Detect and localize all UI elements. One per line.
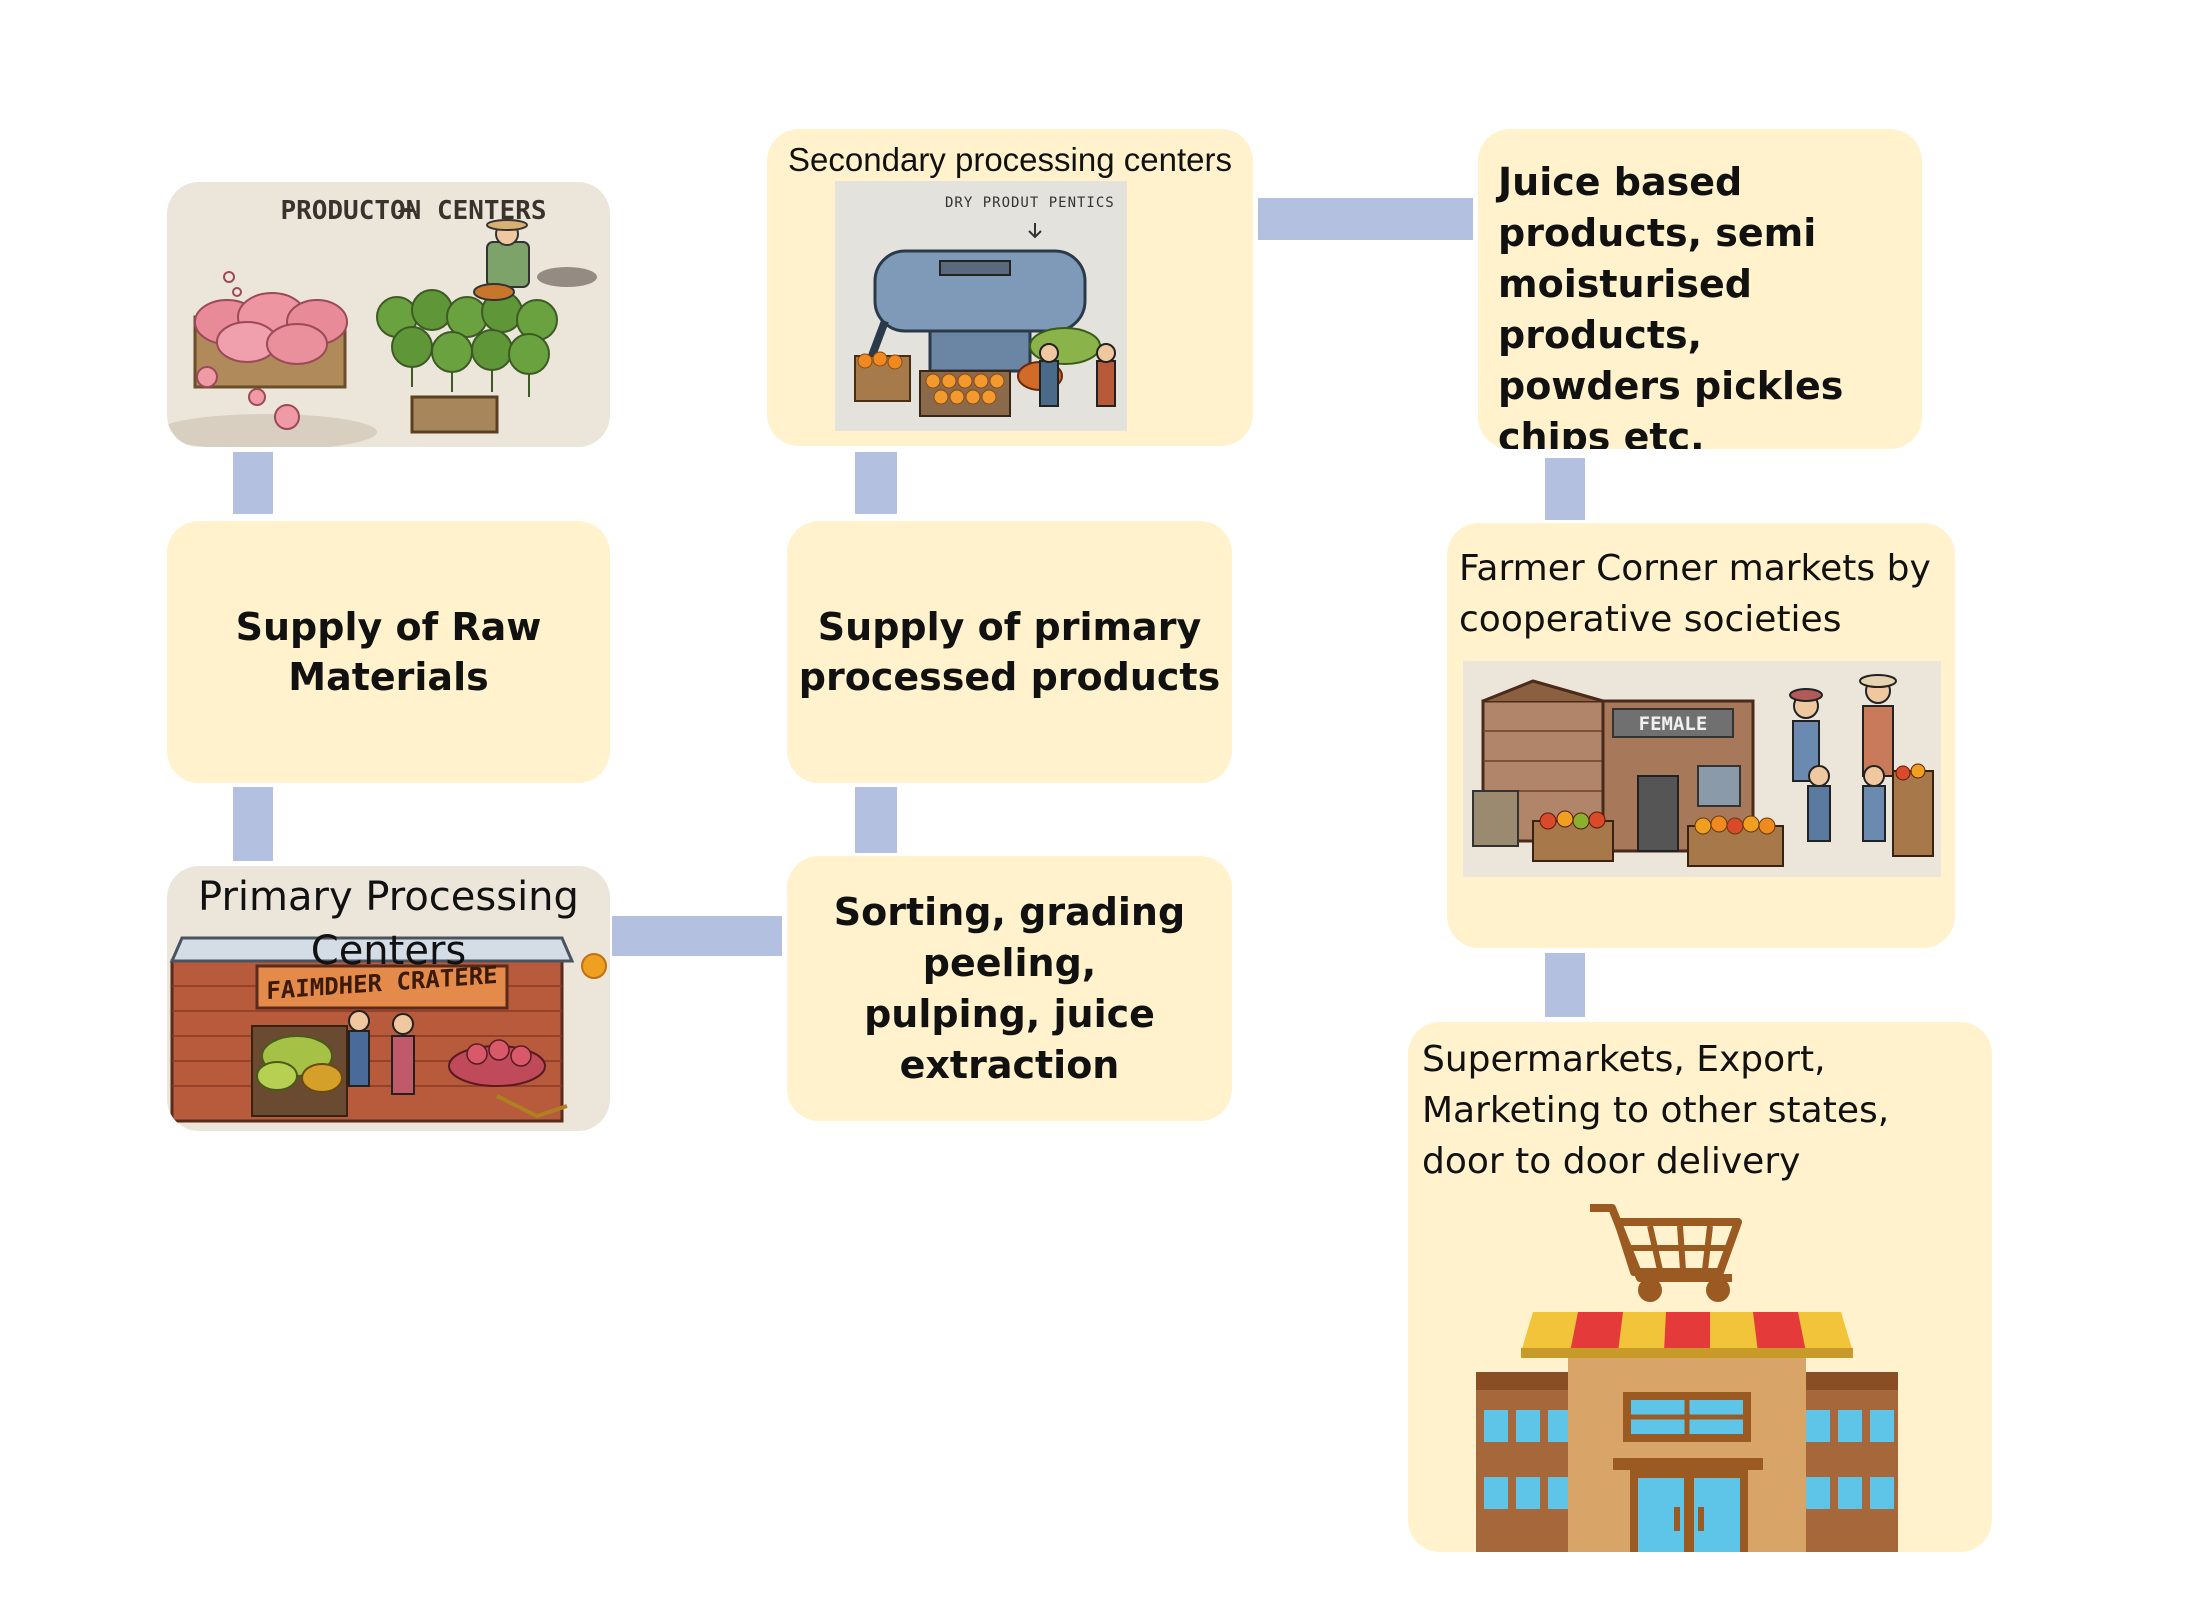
connector-primary-supply-to-secondary-centers bbox=[855, 452, 897, 514]
shopping-cart-icon bbox=[1590, 1204, 1742, 1302]
production-centers-illustration bbox=[167, 208, 597, 447]
primary-processing-centers-box: FAIMDHER CRATERE Primary Processing Cent… bbox=[167, 866, 610, 1131]
production-centers-box: PRODUCTON CENTERS bbox=[167, 182, 610, 447]
secondary-processing-image: DRY PRODUT PENTICS bbox=[835, 181, 1127, 431]
connector-secondary-centers-to-products bbox=[1258, 198, 1473, 240]
connector-farmer-markets-to-supermarkets bbox=[1545, 953, 1585, 1017]
primary-processing-title: Primary Processing Centers bbox=[198, 874, 579, 974]
connector-sorting-to-primary-supply bbox=[855, 787, 897, 853]
sorting-grading-box: Sorting, grading peeling, pulping, juice… bbox=[787, 856, 1232, 1121]
sorting-grading-label: Sorting, grading peeling, pulping, juice… bbox=[833, 889, 1186, 1087]
raw-materials-supply-label: Supply of Raw Materials bbox=[235, 605, 542, 699]
farmer-market-image: FEMALE bbox=[1463, 661, 1941, 877]
secondary-processing-centers-box: Secondary processing centers DRY PRODUT … bbox=[767, 129, 1253, 446]
secondary-processing-title: Secondary processing centers bbox=[788, 141, 1232, 178]
connector-primary-centers-to-sorting bbox=[612, 916, 782, 956]
supermarket-icon bbox=[1476, 1204, 1898, 1552]
farmer-corner-markets-title: Farmer Corner markets by cooperative soc… bbox=[1459, 548, 1931, 640]
processing-machine-illustration bbox=[854, 223, 1116, 417]
connector-production-to-raw-supply bbox=[233, 452, 273, 514]
primary-processing-illustration bbox=[169, 936, 607, 1123]
connector-raw-supply-to-primary-centers bbox=[233, 787, 273, 861]
connector-products-to-farmer-markets bbox=[1545, 458, 1585, 520]
raw-materials-supply-box: Supply of Raw Materials bbox=[167, 521, 610, 783]
final-products-box: Juice based products, semi moisturised p… bbox=[1478, 129, 1922, 449]
primary-products-supply-label: Supply of primary processed products bbox=[798, 605, 1221, 699]
farmer-corner-markets-box: Farmer Corner markets by cooperative soc… bbox=[1447, 523, 1955, 948]
primary-products-supply-box: Supply of primary processed products bbox=[787, 521, 1232, 783]
supermarkets-title: Supermarkets, Export, Marketing to other… bbox=[1422, 1039, 1890, 1182]
farmer-market-illustration bbox=[1472, 674, 1934, 867]
farmer-market-sign: FEMALE bbox=[1638, 713, 1708, 735]
supermarkets-box: Supermarkets, Export, Marketing to other… bbox=[1408, 1022, 1992, 1552]
secondary-processing-image-caption: DRY PRODUT PENTICS bbox=[945, 195, 1115, 211]
final-products-label: Juice based products, semi moisturised p… bbox=[1498, 160, 1844, 449]
